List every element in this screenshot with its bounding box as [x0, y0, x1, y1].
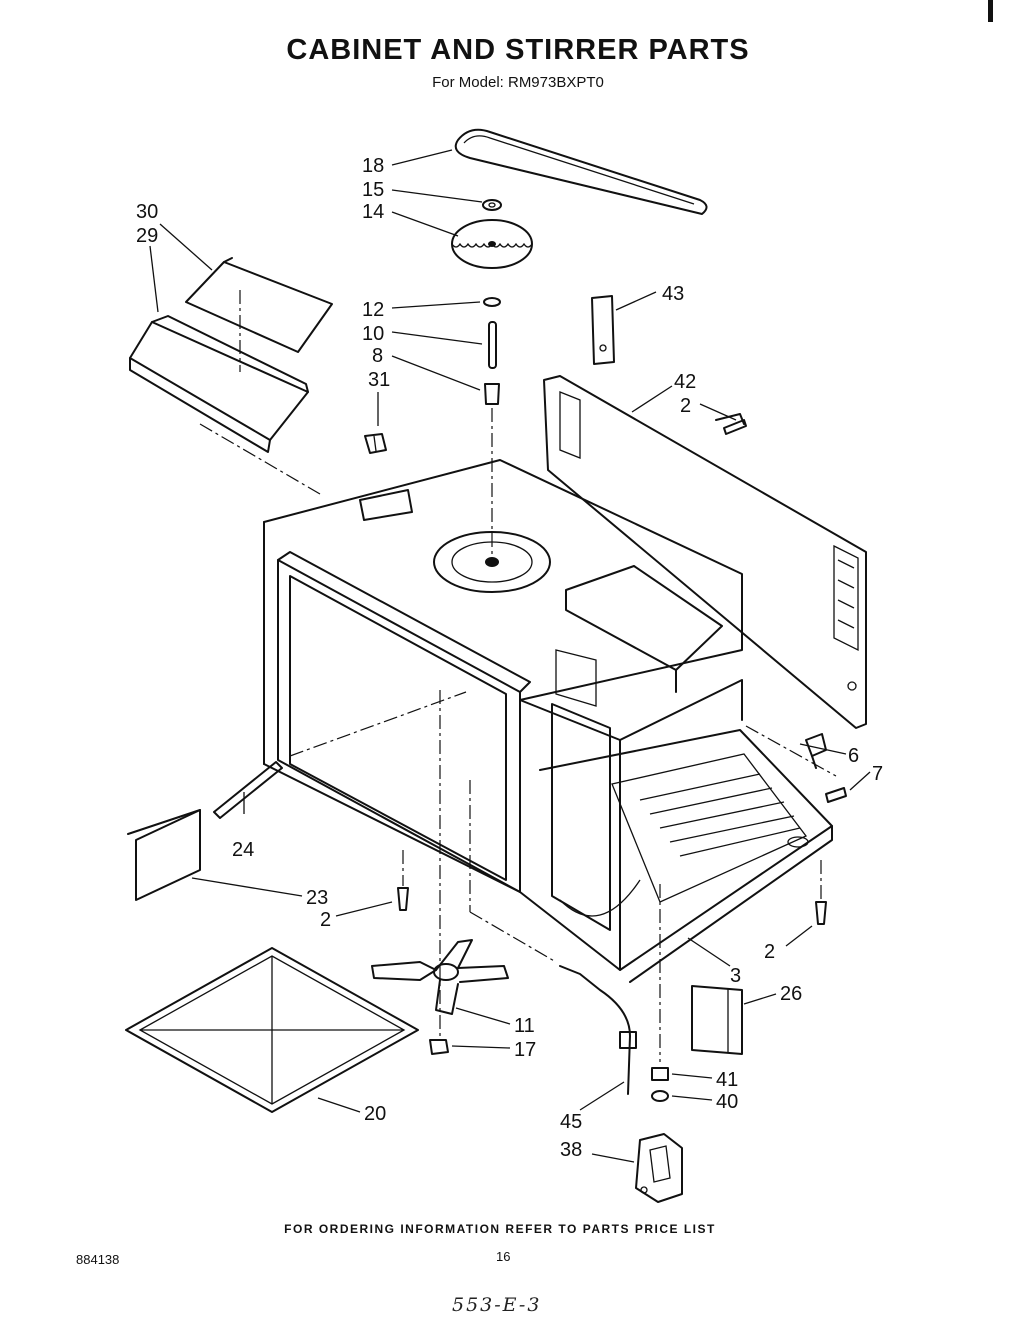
screw-top-right [723, 419, 747, 435]
sensor-cable [469, 780, 637, 1095]
hinge-part-6 [805, 733, 827, 769]
document-number: 884138 [76, 1252, 120, 1267]
callout-8: 8 [372, 345, 383, 367]
callout-45: 45 [560, 1111, 582, 1133]
callout-2-right: 2 [764, 941, 775, 963]
callout-2-left: 2 [320, 909, 331, 931]
callout-31: 31 [368, 369, 390, 391]
callout-6: 6 [848, 745, 859, 767]
callout-2-upper: 2 [680, 395, 691, 417]
corner-mark [988, 0, 993, 22]
motor-assembly [635, 884, 683, 1203]
page-title: CABINET AND STIRRER PARTS [286, 34, 750, 66]
ordering-footer-note: FOR ORDERING INFORMATION REFER TO PARTS … [284, 1222, 716, 1236]
cover-panel [127, 809, 201, 901]
callout-30: 30 [136, 201, 158, 223]
nut-17 [429, 1039, 449, 1055]
fan-blade [371, 690, 509, 1040]
callout-42: 42 [674, 371, 696, 393]
callout-43: 43 [662, 283, 684, 305]
callout-12: 12 [362, 299, 384, 321]
oven-cabinet [263, 459, 837, 983]
callout-18: 18 [362, 155, 384, 177]
callout-38: 38 [560, 1139, 582, 1161]
callout-11: 11 [514, 1015, 535, 1037]
stirrer-shaft-assembly [483, 297, 501, 560]
rear-panel [543, 375, 867, 729]
callout-40: 40 [716, 1091, 738, 1113]
callout-labels: 18 15 14 30 29 12 10 8 31 43 42 2 6 7 24… [136, 155, 883, 1161]
handwritten-note: 553-E-3 [452, 1294, 542, 1316]
callout-41: 41 [716, 1069, 738, 1091]
screw-lower-left [397, 850, 409, 911]
callout-7: 7 [872, 763, 883, 785]
bracket-part [591, 295, 615, 365]
callout-29: 29 [136, 225, 158, 247]
screw-part-7 [825, 787, 847, 803]
washer-top [482, 199, 502, 211]
stirrer-pulley [451, 219, 533, 269]
page-number: 16 [496, 1249, 511, 1264]
callout-leaders [149, 149, 871, 1163]
clip-part [364, 433, 387, 454]
vent-duct [129, 257, 333, 495]
callout-20: 20 [364, 1103, 386, 1125]
drive-belt [454, 128, 708, 215]
screw-lower-right [815, 860, 827, 925]
callout-24: 24 [232, 839, 254, 861]
shield-part [691, 985, 743, 1055]
callout-23: 23 [306, 887, 328, 909]
callout-15: 15 [362, 179, 384, 201]
model-subtitle: For Model: RM973BXPT0 [432, 74, 604, 91]
callout-3: 3 [730, 965, 741, 987]
callout-26: 26 [780, 983, 802, 1005]
rail-part [213, 691, 467, 819]
callout-10: 10 [362, 323, 384, 345]
callout-17: 17 [514, 1039, 536, 1061]
callout-14: 14 [362, 201, 384, 223]
glass-tray [125, 947, 419, 1113]
